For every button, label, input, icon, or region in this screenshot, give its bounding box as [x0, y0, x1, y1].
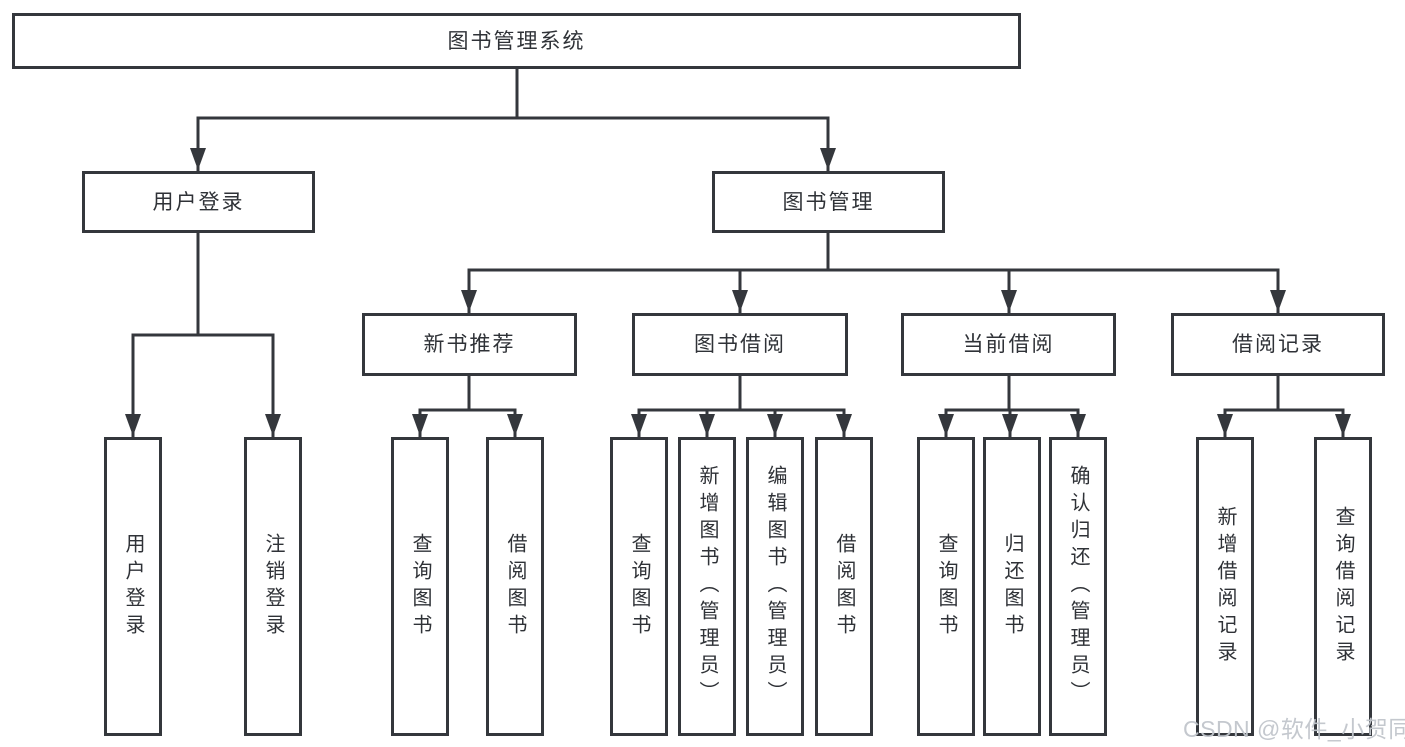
leaf-nbr-query-books: 查询图书 [391, 437, 449, 736]
node-current-borrowing: 当前借阅 [901, 313, 1116, 376]
leaf-cb-confirm-return-admin: 确认归还（管理员） [1049, 437, 1107, 736]
connector-book-borrowing-branch [637, 374, 846, 412]
leaf-br-query-record: 查询借阅记录 [1314, 437, 1372, 736]
connector-root [196, 67, 830, 120]
connector-user-login-branch [131, 231, 275, 337]
watermark: CSDN @软件_小贺同学 [1183, 716, 1405, 742]
connector-new-book-branch [418, 374, 517, 412]
leaf-bb-edit-book-admin: 编辑图书（管理员） [746, 437, 804, 736]
node-borrowing-records: 借阅记录 [1171, 313, 1385, 376]
leaf-nbr-borrow-books: 借阅图书 [486, 437, 544, 736]
node-book-management: 图书管理 [712, 171, 945, 233]
node-root: 图书管理系统 [12, 13, 1021, 69]
leaf-cb-return-books: 归还图书 [983, 437, 1041, 736]
leaf-user-login: 用户登录 [104, 437, 162, 736]
connector-book-management-branch [467, 231, 1280, 272]
connector-borrowing-records-branch [1223, 374, 1345, 412]
node-user-login: 用户登录 [82, 171, 315, 233]
leaf-cb-query-books: 查询图书 [917, 437, 975, 736]
connector-current-borrowing-branch [944, 374, 1080, 412]
leaf-bb-borrow-books: 借阅图书 [815, 437, 873, 736]
leaf-br-add-record: 新增借阅记录 [1196, 437, 1254, 736]
node-new-book-recommendation: 新书推荐 [362, 313, 577, 376]
node-book-borrowing: 图书借阅 [632, 313, 848, 376]
leaf-logout: 注销登录 [244, 437, 302, 736]
leaf-bb-query-books: 查询图书 [610, 437, 668, 736]
leaf-bb-add-book-admin: 新增图书（管理员） [678, 437, 736, 736]
